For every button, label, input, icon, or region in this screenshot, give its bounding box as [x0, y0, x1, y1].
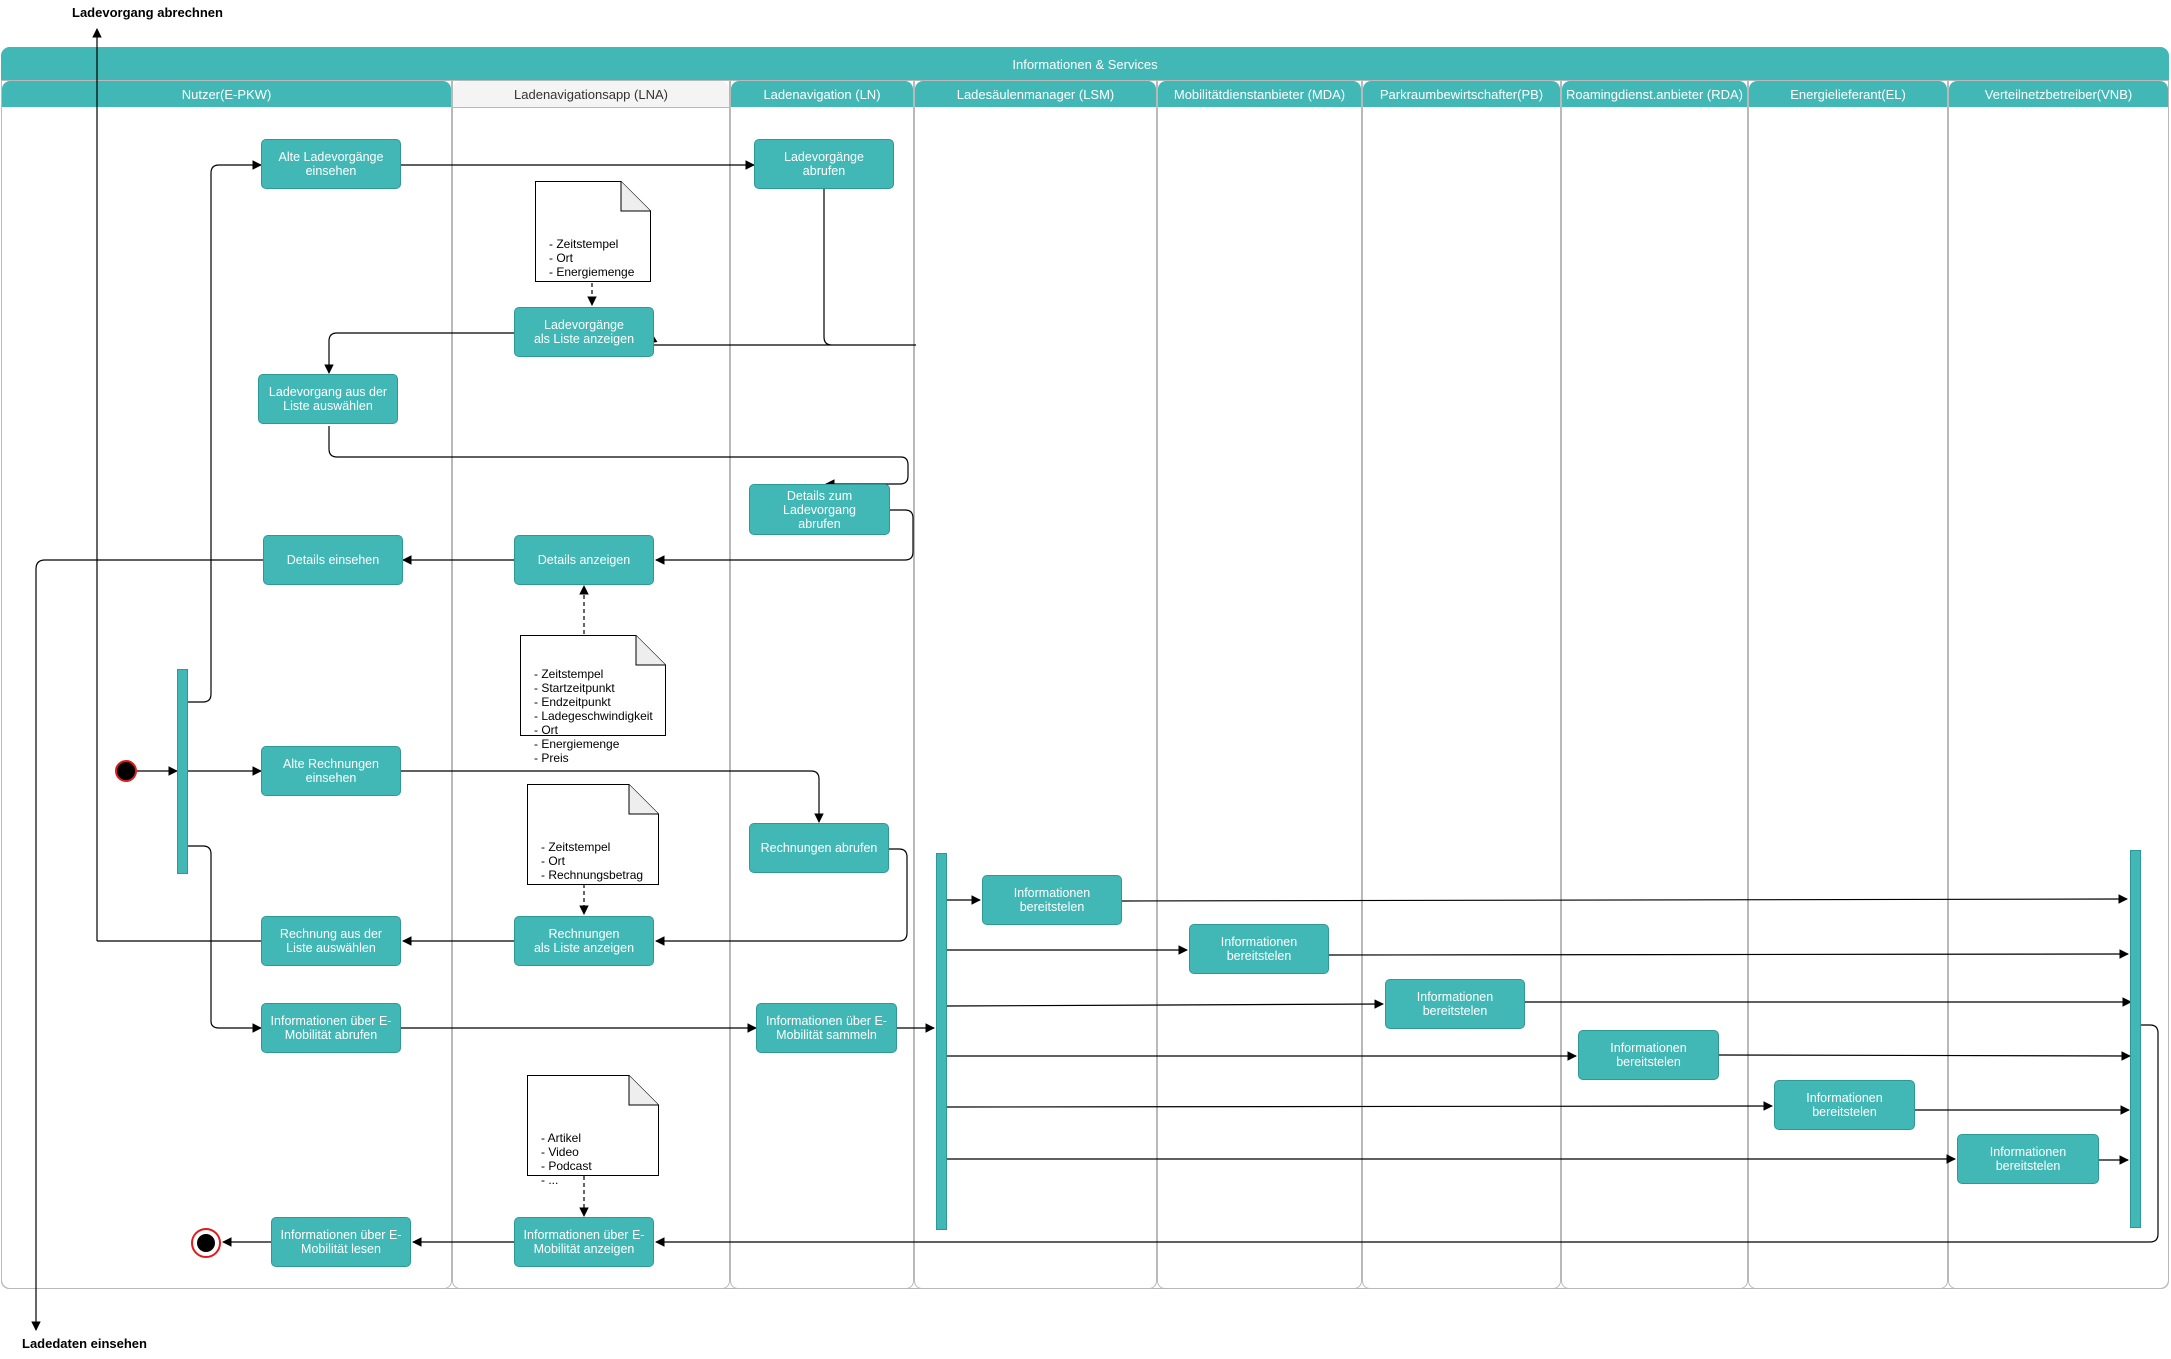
note-text: - Zeitstempel - Startzeitpunkt - Endzeit… — [534, 667, 653, 765]
activity-ladevorgaenge-abrufen[interactable]: Ladevorgänge abrufen — [754, 139, 894, 189]
vnb-join-bar — [2130, 850, 2141, 1228]
flow-auswaehlen-to-details-abrufen — [328, 426, 909, 489]
lane-vnb: Verteilnetzbetreiber(VNB) — [1948, 80, 2169, 1289]
activity-info-abrufen[interactable]: Informationen über E- Mobilität abrufen — [261, 1003, 401, 1053]
flow-liste-to-auswaehlen — [324, 332, 514, 374]
lsm-fork-bar — [936, 853, 947, 1230]
activity-rechnungen-abrufen[interactable]: Rechnungen abrufen — [749, 823, 889, 873]
note-rechnungen: - Zeitstempel - Ort - Rechnungsbetrag — [527, 784, 659, 885]
note-text: - Zeitstempel - Ort - Energiemenge — [549, 237, 635, 279]
activity-details-einsehen[interactable]: Details einsehen — [263, 535, 403, 585]
activity-details-abrufen[interactable]: Details zum Ladevorgang abrufen — [749, 484, 890, 535]
flow-lsm-to-vnb — [946, 1101, 1773, 1111]
lane-mda: Mobilitätdienstanbieter (MDA) — [1157, 80, 1362, 1289]
note-details: - Zeitstempel - Startzeitpunkt - Endzeit… — [520, 635, 666, 765]
activity-bereitstellen-rda[interactable]: Informationen bereitstelen — [1385, 979, 1525, 1029]
note-info: - Artikel - Video - Podcast - ... — [527, 1075, 659, 1187]
activity-alte-rechnungen-einsehen[interactable]: Alte Rechnungen einsehen — [261, 746, 401, 796]
lane-title: Ladenavigation (LN) — [731, 81, 913, 107]
activity-bereitstellen-pb[interactable]: Informationen bereitstelen — [1189, 924, 1329, 974]
lane-lna: Ladenavigationsapp (LNA) — [452, 80, 730, 1289]
flow-join-to-info-anzeigen — [655, 1024, 2159, 1247]
activity-bereitstellen-el[interactable]: Informationen bereitstelen — [1578, 1030, 1719, 1080]
flow-rechnungen-abrufen-to-liste — [655, 848, 908, 946]
activity-info-sammeln[interactable]: Informationen über E- Mobilität sammeln — [756, 1003, 897, 1053]
activity-info-lesen[interactable]: Informationen über E- Mobilität lesen — [271, 1217, 411, 1267]
lane-title: Roamingdienst.anbieter (RDA) — [1562, 81, 1747, 107]
note-text: - Zeitstempel - Ort - Rechnungsbetrag — [541, 840, 644, 882]
activity-details-anzeigen[interactable]: Details anzeigen — [514, 535, 654, 585]
lane-lsm: Ladesäulenmanager (LSM) — [914, 80, 1157, 1289]
activity-bereitstellen-mda[interactable]: Informationen bereitstelen — [982, 875, 1122, 925]
flow-fork-to-info — [188, 845, 262, 1033]
lane-title: Mobilitätdienstanbieter (MDA) — [1158, 81, 1361, 107]
lane-title: Ladesäulenmanager (LSM) — [915, 81, 1156, 107]
activity-info-anzeigen[interactable]: Informationen über E- Mobilität anzeigen — [514, 1217, 654, 1267]
flow-abrufen-to-liste — [648, 189, 916, 346]
activity-bereitstellen-vnb[interactable]: Informationen bereitstelen — [1774, 1080, 1915, 1130]
end-node — [191, 1228, 221, 1258]
note-text: - Artikel - Video - Podcast - ... — [541, 1131, 592, 1187]
exit-label-bottom: Ladedaten einsehen — [22, 1336, 147, 1351]
lane-title: Ladenavigationsapp (LNA) — [453, 81, 729, 108]
lane-title: Nutzer(E-PKW) — [2, 81, 451, 107]
flow-lsm-to-rda — [946, 999, 1384, 1009]
start-node — [115, 760, 137, 782]
lane-rda: Roamingdienst.anbieter (RDA) — [1561, 80, 1748, 1289]
lane-title: Parkraumbewirtschafter(PB) — [1363, 81, 1560, 107]
activity-rechnung-auswaehlen[interactable]: Rechnung aus der Liste auswählen — [261, 916, 401, 966]
flow-pb-to-join — [1328, 949, 2129, 959]
lane-nutzer: Nutzer(E-PKW) — [1, 80, 452, 1289]
flow-to-bottom-exit — [31, 559, 263, 1331]
flow-mda-to-join — [1121, 894, 2128, 904]
lane-ln: Ladenavigation (LN) — [730, 80, 914, 1289]
lane-pb: Parkraumbewirtschafter(PB) — [1362, 80, 1561, 1289]
activity-ladevorgang-auswaehlen[interactable]: Ladevorgang aus der Liste auswählen — [258, 374, 398, 424]
activity-alte-ladevorgaenge-einsehen[interactable]: Alte Ladevorgänge einsehen — [261, 139, 401, 189]
activity-rechnungen-liste[interactable]: Rechnungen als Liste anzeigen — [514, 916, 654, 966]
lane-el: Energielieferant(EL) — [1748, 80, 1948, 1289]
fork-bar — [177, 669, 188, 874]
activity-bereitstellen-vnb2[interactable]: Informationen bereitstelen — [1957, 1134, 2099, 1184]
activity-ladevorgaenge-liste[interactable]: Ladevorgänge als Liste anzeigen — [514, 307, 654, 357]
exit-label-top: Ladevorgang abrechnen — [72, 5, 223, 20]
flow-details-abrufen-to-anzeigen — [655, 509, 914, 565]
lane-title: Verteilnetzbetreiber(VNB) — [1949, 81, 2168, 107]
flow-el-to-join — [1718, 1051, 2131, 1061]
lane-title: Energielieferant(EL) — [1749, 81, 1947, 107]
flow-fork-to-ladevorgaenge — [188, 160, 262, 703]
flow-rechnungen-einsehen-to-abrufen — [401, 770, 824, 823]
note-ladevorgaenge: - Zeitstempel - Ort - Energiemenge — [535, 181, 651, 282]
pool-title: Informationen & Services — [1, 47, 2169, 81]
